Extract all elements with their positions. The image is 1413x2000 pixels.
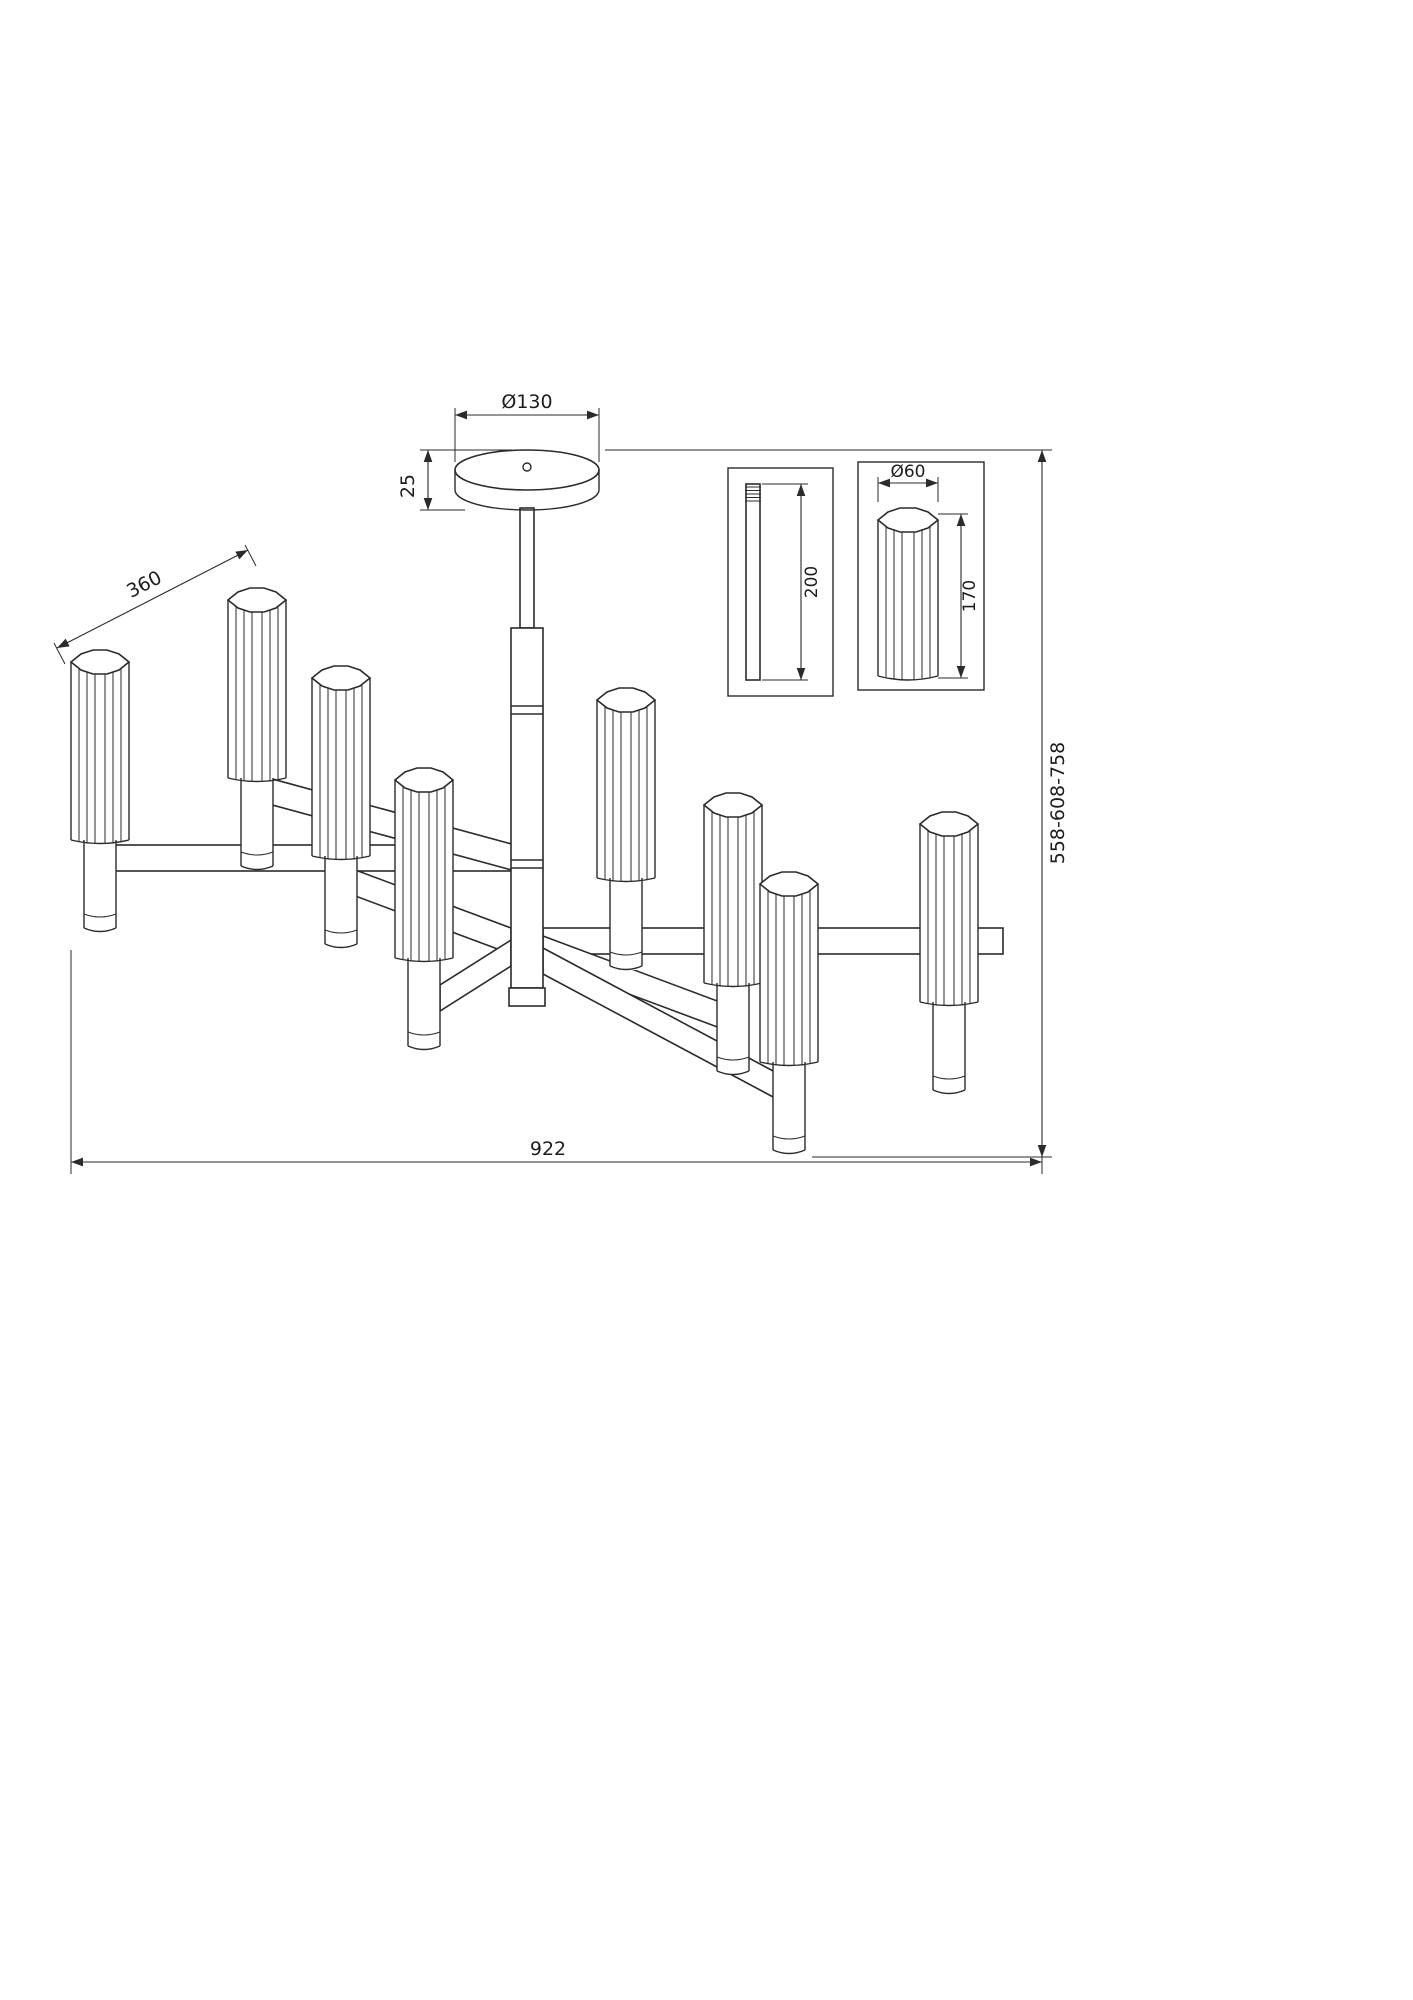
detail-rod-body — [745, 483, 761, 681]
rod-length-label: 200 — [802, 566, 822, 598]
shade-height-label: 170 — [960, 580, 980, 612]
detail-shade: Ø60 170 — [857, 461, 985, 691]
overall-width-label: 922 — [530, 1138, 566, 1160]
stem-lower-pole — [510, 627, 544, 989]
lamp-7 — [759, 871, 819, 1155]
dim-canopy-height: 25 — [397, 449, 512, 511]
detail-shade-top — [876, 507, 940, 533]
canopy-center-hole — [522, 462, 532, 472]
stem-joints — [511, 705, 543, 869]
lamp-8 — [919, 811, 979, 1095]
lamp-3 — [311, 665, 371, 949]
dim-overall-width: 922 — [70, 950, 1043, 1174]
central-stem — [508, 507, 546, 1007]
lamp-6 — [703, 792, 763, 1076]
detail-rod-thread — [745, 486, 761, 502]
dim-arm-length: 360 — [53, 544, 257, 665]
arm-length-label: 360 — [123, 567, 165, 603]
canopy-diameter-label: Ø130 — [501, 391, 552, 413]
detail-rod: 200 — [727, 467, 834, 697]
lamp-2 — [227, 587, 287, 871]
canopy-height-label: 25 — [397, 474, 419, 498]
detail-rod-frame — [727, 467, 834, 697]
stem-upper-rod — [519, 507, 535, 629]
lamp-1 — [70, 649, 130, 933]
dim-canopy-diameter: Ø130 — [454, 391, 600, 462]
ceiling-canopy — [454, 449, 600, 511]
arm-assembly — [87, 772, 1004, 1100]
overall-height-label: 558-608-758 — [1047, 742, 1069, 865]
detail-shade-frame — [857, 461, 985, 691]
shade-diameter-label: Ø60 — [890, 462, 925, 482]
dim-overall-height: 558-608-758 — [605, 449, 1069, 1158]
stem-bottom-cap — [508, 987, 546, 1007]
